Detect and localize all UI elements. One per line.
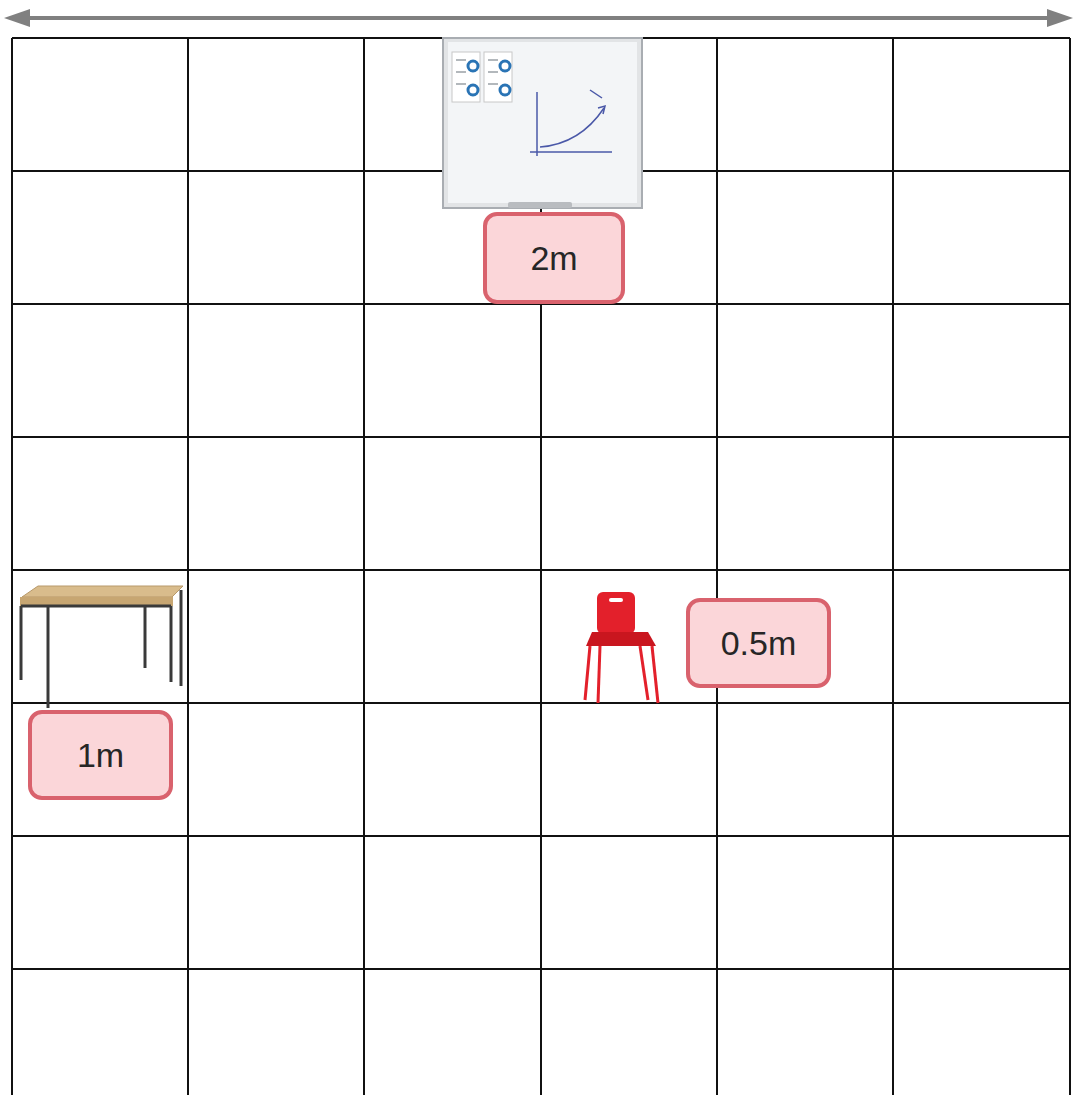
- grid: [12, 38, 1070, 1095]
- paper-line: [456, 71, 466, 73]
- grid-line: [363, 38, 365, 1095]
- paper-line: [488, 59, 498, 61]
- grid-line: [12, 702, 1070, 704]
- chair-back: [597, 592, 635, 634]
- dimension-text: 0.5m: [721, 624, 797, 663]
- grid-line: [11, 38, 13, 1095]
- paper-line: [488, 71, 498, 73]
- paper-line: [456, 83, 466, 85]
- table-rail: [21, 605, 171, 608]
- dimension-label: 1m: [28, 710, 173, 800]
- chair-seat: [586, 632, 656, 646]
- board-frame: [443, 38, 642, 208]
- chair-leg: [598, 646, 600, 703]
- width-arrow: [4, 9, 1073, 27]
- grid-line: [12, 835, 1070, 837]
- table-leg: [170, 606, 173, 682]
- chart-dot: [468, 85, 478, 95]
- dimension-text: 2m: [530, 239, 577, 278]
- whiteboard: [443, 38, 642, 208]
- grid-line: [892, 38, 894, 1095]
- table-top: [22, 586, 183, 597]
- arrow-head: [4, 9, 30, 27]
- arrow-shaft: [24, 16, 1053, 20]
- table-edge: [20, 597, 173, 606]
- chart-dot: [500, 61, 510, 71]
- graph-arrow: [598, 106, 605, 114]
- chart-dot: [500, 85, 510, 95]
- paper-sheet: [452, 52, 480, 102]
- table-leg: [47, 606, 50, 708]
- arrow-head: [1047, 9, 1073, 27]
- table-leg: [180, 590, 183, 686]
- chair-leg: [585, 646, 590, 700]
- paper-sheet: [484, 52, 512, 102]
- grid-line: [12, 968, 1070, 970]
- chair-leg: [652, 646, 658, 703]
- table: [20, 586, 183, 708]
- paper-line: [488, 83, 498, 85]
- chart-dot: [468, 61, 478, 71]
- grid-line: [187, 38, 189, 1095]
- table-leg: [20, 606, 23, 680]
- graph-curve: [540, 108, 604, 147]
- dimension-label: 2m: [483, 212, 625, 304]
- chair-leg: [640, 646, 648, 700]
- dimension-label: 0.5m: [686, 598, 831, 688]
- paper-line: [456, 59, 466, 61]
- graph-mark: [590, 90, 602, 98]
- chair: [585, 592, 658, 703]
- dimension-text: 1m: [77, 736, 124, 775]
- board-tray: [508, 202, 572, 208]
- graph-axis: [530, 151, 612, 153]
- grid-line: [12, 569, 1070, 571]
- board-surface: [448, 42, 637, 203]
- graph-axis: [536, 92, 538, 156]
- chair-handle: [609, 598, 623, 602]
- grid-line: [1069, 38, 1071, 1095]
- grid-line: [716, 38, 718, 1095]
- grid-line: [12, 436, 1070, 438]
- table-leg: [144, 606, 147, 668]
